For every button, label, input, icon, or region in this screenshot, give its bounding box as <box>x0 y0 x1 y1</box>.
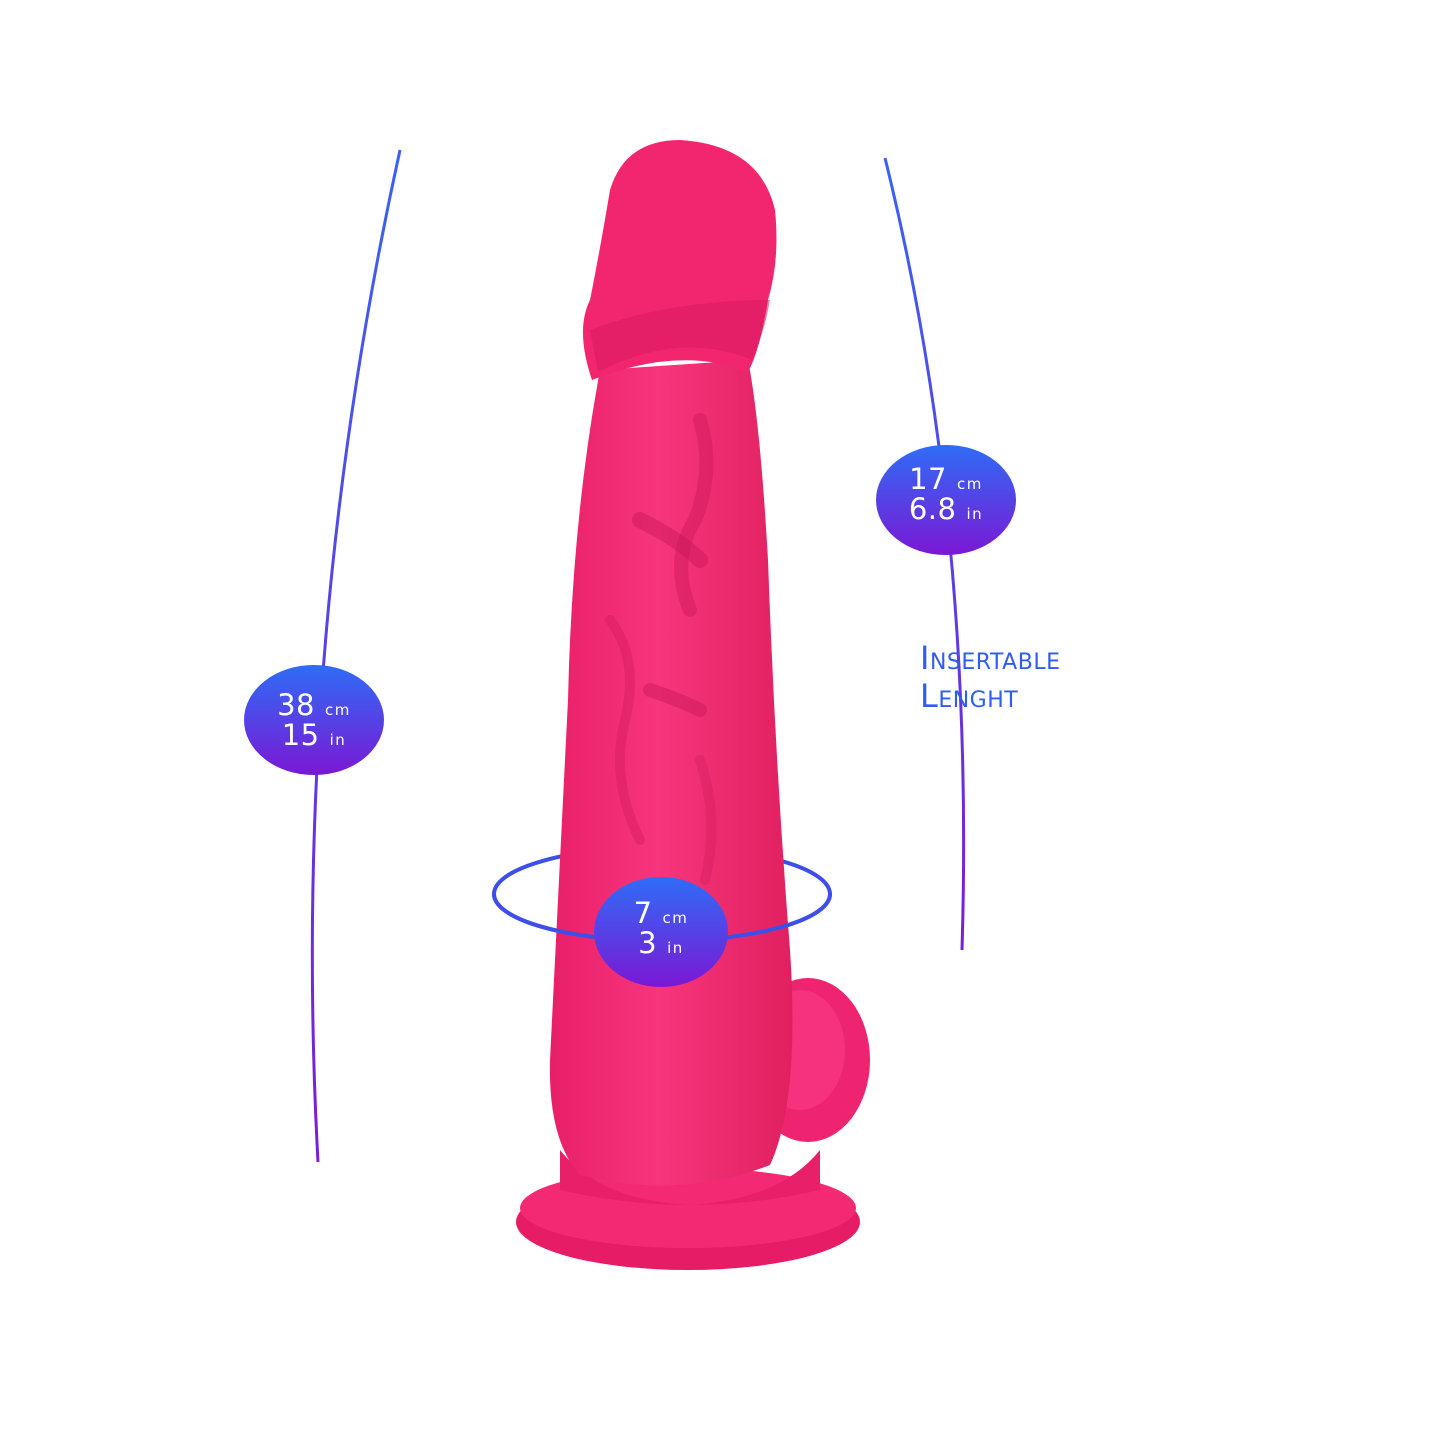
insertable-length-label: Insertable Lenght <box>920 639 1061 716</box>
insertable-length-values: 17 cm 6.8 in <box>876 464 1016 525</box>
total-length-line <box>310 149 402 1163</box>
total-length-in-unit: in <box>329 731 347 750</box>
girth-in-unit: in <box>667 939 684 958</box>
girth-cm-unit: cm <box>662 909 689 927</box>
insertable-length-in-unit: in <box>966 505 984 524</box>
insertable-length-cm-unit: cm <box>957 475 983 493</box>
total-length-in-value: 15 <box>281 718 320 753</box>
insertable-length-badge <box>876 445 1016 555</box>
girth-cm-value: 7 <box>633 896 653 930</box>
insertable-label-line1: Insertable <box>920 639 1061 677</box>
total-length-cm-unit: cm <box>325 701 351 719</box>
total-length-values: 38 cm 15 in <box>244 690 384 751</box>
total-length-badge <box>244 665 384 775</box>
insertable-length-in-value: 6.8 <box>908 492 957 527</box>
total-length-cm-value: 38 <box>277 688 316 722</box>
girth-values: 7 cm 3 in <box>591 898 731 959</box>
girth-badge <box>594 877 728 987</box>
product-body <box>516 140 870 1270</box>
insertable-length-cm-value: 17 <box>909 462 948 496</box>
girth-in-value: 3 <box>638 926 658 961</box>
insertable-label-line2: Lenght <box>920 676 1019 715</box>
